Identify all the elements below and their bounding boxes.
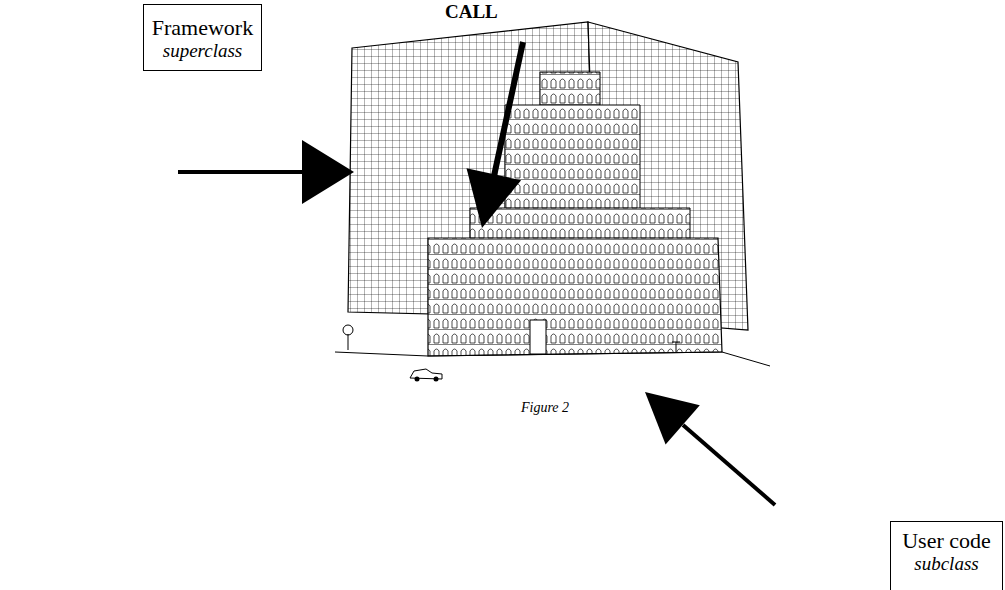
car-wheel: [415, 377, 420, 382]
arrow-shaft: [178, 170, 305, 174]
arrow-shaft: [683, 425, 775, 505]
lamp: [672, 342, 680, 352]
building-door: [530, 320, 546, 354]
tree: [343, 325, 353, 335]
building-spire: [540, 72, 600, 108]
arrow-head: [467, 168, 522, 228]
car-wheel: [434, 377, 439, 382]
building-wing: [470, 208, 690, 240]
street: [335, 325, 770, 382]
node-heading: User code: [902, 528, 991, 553]
arrow-head: [302, 140, 354, 204]
arrow-head: [645, 392, 700, 444]
figure-caption: Figure 2: [521, 400, 569, 416]
node-subheading: subclass: [914, 553, 978, 575]
label-box: Frameworksuperclass: [143, 4, 262, 71]
node-subheading: superclass: [163, 40, 243, 62]
tree: [348, 334, 349, 350]
arrows: [178, 42, 775, 505]
old-building: [428, 72, 722, 356]
building-block: [428, 238, 722, 356]
label-box: User codesubclass: [890, 521, 1003, 590]
call-label: CALL: [445, 1, 498, 23]
node-heading: Framework: [152, 15, 253, 40]
ground-line: [335, 352, 770, 366]
building-tower: [505, 105, 640, 212]
arrow-shaft: [494, 42, 523, 176]
